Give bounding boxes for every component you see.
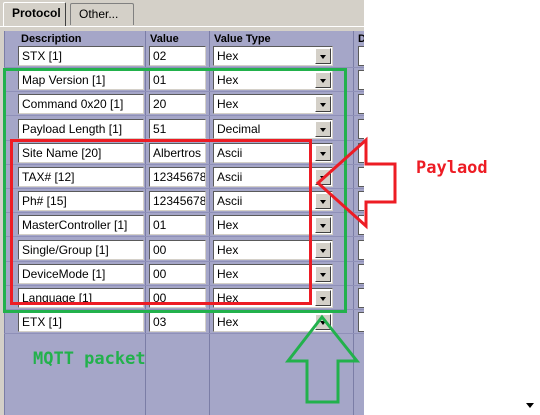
field-description[interactable]: Payload Length [1] [18,119,144,139]
grid-line [4,188,364,189]
column-header-value: Value [150,33,179,45]
column-header-value-type: Value Type [214,33,271,45]
field-value[interactable]: 01 [149,215,206,235]
field-value[interactable]: 51 [149,119,206,139]
grid-line [4,91,364,92]
field-description[interactable]: Command 0x20 [1] [18,94,144,114]
value-type-selected: Hex [217,315,239,329]
chevron-down-icon[interactable] [315,48,331,64]
value-type-selected: Hex [217,291,239,305]
field-extra[interactable] [358,70,364,90]
grid-line [145,31,146,415]
value-type-select[interactable]: Hex [213,264,333,284]
field-value[interactable]: 00 [149,264,206,284]
field-extra[interactable] [358,143,364,163]
chevron-down-icon[interactable] [315,266,331,282]
field-description[interactable]: Single/Group [1] [18,240,144,260]
grid-line [209,31,210,415]
field-extra[interactable] [358,240,364,260]
field-extra[interactable] [358,119,364,139]
value-type-select[interactable]: Hex [213,94,333,114]
field-extra[interactable] [358,215,364,235]
value-type-selected: Ascii [217,146,243,160]
payload-outline [10,139,312,305]
value-type-selected: Ascii [217,170,243,184]
column-header-extra: D [358,33,364,45]
field-extra[interactable] [358,191,364,211]
value-type-selected: Decimal [217,122,261,136]
value-type-select[interactable]: Decimal [213,119,333,139]
value-type-selected: Hex [217,218,239,232]
field-value[interactable]: 20 [149,94,206,114]
chevron-down-icon[interactable] [315,242,331,258]
chevron-down-icon[interactable] [315,290,331,306]
field-description[interactable]: ETX [1] [18,312,144,332]
value-type-selected: Hex [217,267,239,281]
grid-line [4,212,364,213]
grid-line [4,115,364,116]
field-description[interactable]: MasterController [1] [18,215,144,235]
chevron-down-icon[interactable] [315,72,331,88]
field-description[interactable]: DeviceMode [1] [18,264,144,284]
value-type-selected: Ascii [217,194,243,208]
field-description[interactable]: Map Version [1] [18,70,144,90]
grid-line [4,285,364,286]
tab-protocol[interactable]: Protocol [3,2,66,27]
value-type-select[interactable]: Hex [213,240,333,260]
column-header-description: Description [21,33,82,45]
field-value[interactable]: 12345678 [149,167,206,187]
field-extra[interactable] [358,312,364,332]
payload-annotation-label: Paylaod [416,158,488,178]
mqtt-annotation-label: MQTT packet [33,349,146,369]
chevron-down-icon[interactable] [315,121,331,137]
value-type-selected: Hex [217,73,239,87]
field-description[interactable]: STX [1] [18,46,144,66]
tab-strip: Protocol Other... [0,0,364,27]
grid-line [4,333,364,334]
field-value[interactable]: 03 [149,312,206,332]
value-type-selected: Hex [217,97,239,111]
field-value[interactable]: 12345678 [149,191,206,211]
field-description[interactable]: TAX# [12] [18,167,144,187]
grid-line [4,261,364,262]
field-extra[interactable] [358,167,364,187]
grid-line [4,67,364,68]
field-value[interactable]: 02 [149,46,206,66]
field-extra[interactable] [358,46,364,66]
tab-other[interactable]: Other... [70,3,134,25]
grid-line [353,31,354,415]
chevron-down-icon[interactable] [315,314,331,330]
value-type-selected: Hex [217,49,239,63]
field-extra[interactable] [358,264,364,284]
field-extra[interactable] [358,94,364,114]
grid-line [4,236,364,237]
value-type-select[interactable]: Hex [213,312,333,332]
field-value[interactable]: Albertros [149,143,206,163]
value-type-selected: Hex [217,243,239,257]
field-value[interactable]: 00 [149,240,206,260]
field-description[interactable]: Ph# [15] [18,191,144,211]
tab-divider [0,26,364,27]
grid-line [4,309,364,310]
scroll-down-arrow-icon[interactable] [521,398,539,414]
field-extra[interactable] [358,288,364,308]
grid-line [4,164,364,165]
chevron-down-icon[interactable] [315,96,331,112]
field-description[interactable]: Site Name [20] [18,143,144,163]
value-type-select[interactable]: Hex [213,46,333,66]
